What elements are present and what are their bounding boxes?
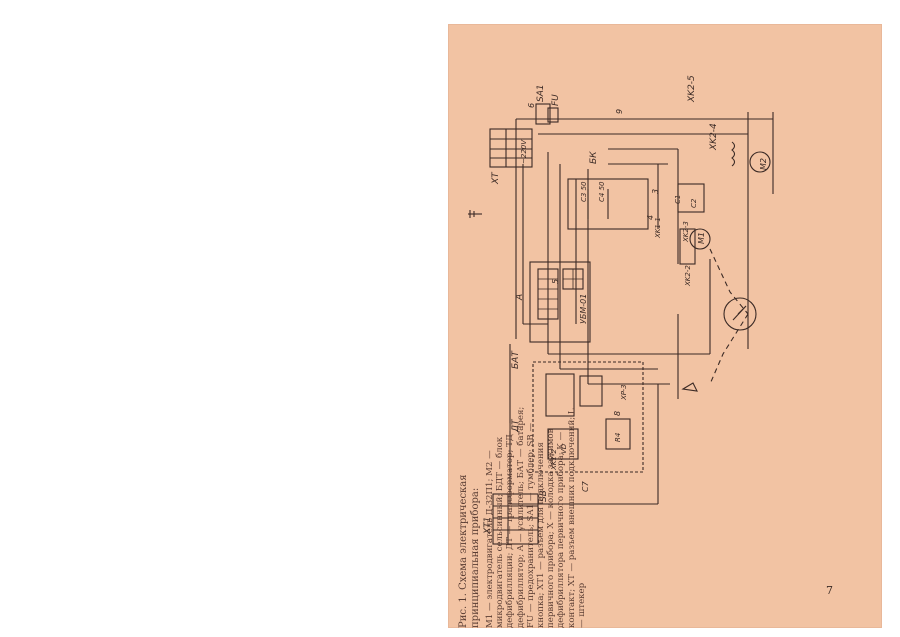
label-terminal-5: 5 xyxy=(551,279,560,284)
label-m2: M2 xyxy=(759,158,768,170)
label-terminal-4: 4 xyxy=(646,215,655,220)
label-c3: C3 50 xyxy=(580,181,588,202)
label-c7: C7 xyxy=(581,480,590,492)
figure-caption: Рис. 1. Схема электрическая принципиальн… xyxy=(458,398,587,628)
r4-block xyxy=(605,418,631,450)
xt-connector-block xyxy=(489,128,533,168)
label-xk2-4: XK2-4 xyxy=(709,123,719,151)
contact-k xyxy=(681,382,698,392)
label-terminal-9: 9 xyxy=(615,109,624,114)
caption-body: М1 — электродвигатель Д-32П1; М2 — микро… xyxy=(485,406,587,628)
bat-dt-block xyxy=(532,361,644,473)
label-xt: XT xyxy=(491,171,501,185)
label-fu: FU xyxy=(551,94,561,106)
component-block xyxy=(579,375,603,407)
label-xk2-3: XK2-3 xyxy=(682,221,690,243)
gauge-needle xyxy=(732,305,747,321)
label-a: А xyxy=(515,294,525,301)
caption-title: Рис. 1. Схема электрическая принципиальн… xyxy=(458,474,481,628)
label-r4: R4 xyxy=(614,433,622,442)
xk2-3-block xyxy=(679,228,696,265)
label-terminal-8: 8 xyxy=(613,411,622,416)
bk-block xyxy=(567,178,649,230)
label-bat: БАТ xyxy=(511,350,521,369)
label-xk1-2: XK1-2 xyxy=(550,449,558,471)
label-sb: SB xyxy=(539,490,549,502)
label-bk: БК xyxy=(589,151,599,164)
c1-c2-capacitors xyxy=(677,183,705,213)
label-a-unit: УБМ-01 xyxy=(579,294,588,324)
mechanical-link xyxy=(709,313,749,385)
coil xyxy=(731,141,736,167)
label-xk2-5: XK2-5 xyxy=(687,75,697,103)
label-m1: M1 xyxy=(697,232,706,244)
scanned-page: XT ~220V SA1 FU 6 XK2-5 XK2-4 M2 БК C3 5… xyxy=(448,24,882,628)
amplifier-a-block xyxy=(529,261,591,343)
label-c2: C2 xyxy=(690,198,698,208)
label-terminal-3: 3 xyxy=(651,189,660,194)
vd-block xyxy=(547,428,579,460)
transformer-dt xyxy=(545,373,575,417)
circuit-diagram: XT ~220V SA1 FU 6 XK2-5 XK2-4 M2 БК C3 5… xyxy=(468,75,774,545)
gauge-dial xyxy=(723,297,757,331)
label-dt: ДТ xyxy=(511,418,521,433)
xt1-connector-block xyxy=(492,493,539,545)
page-number: 7 xyxy=(826,584,833,597)
motor-m2 xyxy=(749,151,771,173)
mechanical-link xyxy=(709,248,749,315)
label-sa1: SA1 xyxy=(536,84,546,102)
label-c1: C1 xyxy=(674,195,682,204)
label-xt1: XT1 xyxy=(483,517,493,535)
sa1-switch xyxy=(535,103,551,125)
motor-m1 xyxy=(689,228,711,250)
label-vd: VD xyxy=(560,443,568,454)
label-xk2-2: XK2-2 xyxy=(684,265,692,287)
fuse-fu xyxy=(547,107,559,123)
label-terminal-6: 6 xyxy=(527,103,536,108)
label-xt-volt: ~220V xyxy=(520,139,528,164)
label-c4: C4 50 xyxy=(598,181,606,202)
label-xp3: XP-3 xyxy=(620,384,628,401)
label-xk1-1: XK1-1 xyxy=(654,217,662,239)
